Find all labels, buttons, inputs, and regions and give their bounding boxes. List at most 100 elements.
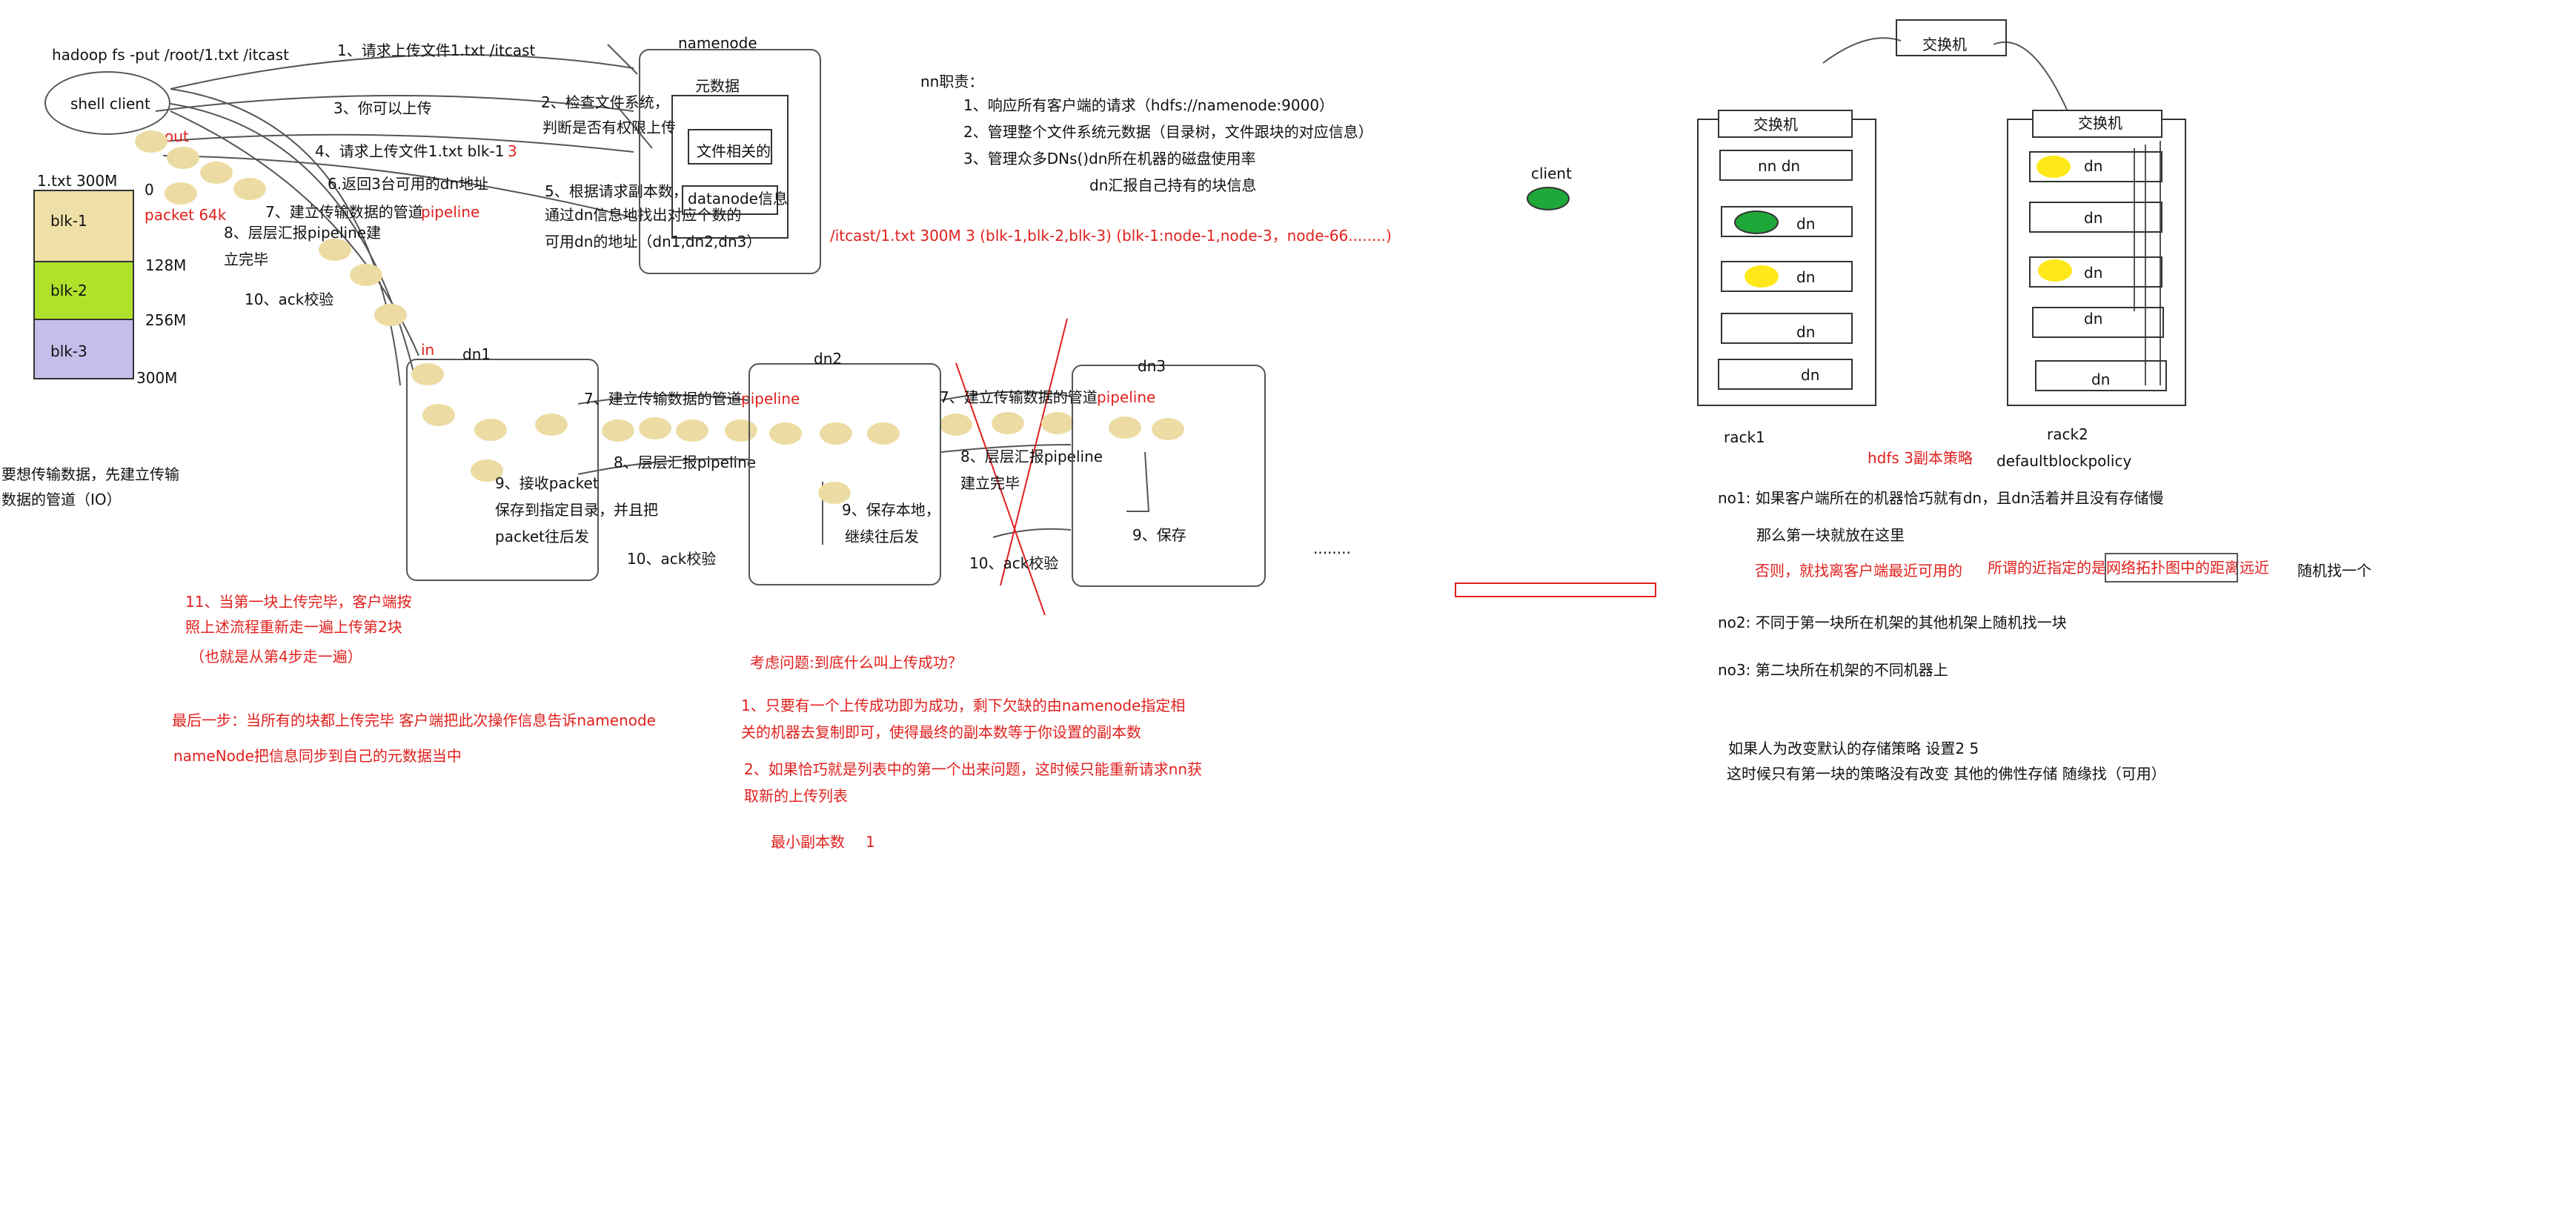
dn2-title: dn2 (814, 350, 843, 368)
rack2-switch-box[interactable] (2032, 110, 2162, 138)
packet-dot (725, 419, 757, 442)
policy-no3: no3: 第二块所在机架的不同机器上 (1718, 661, 1948, 679)
step-8-label-b: 立完毕 (224, 250, 268, 268)
arrow-nn-a (607, 44, 638, 75)
shell-client-label: shell client (70, 95, 150, 113)
rack1-switch-box[interactable] (1718, 110, 1853, 138)
arrow-dn3-save (1126, 451, 1150, 512)
note-11-line2: 照上述流程重新走一遍上传第2块 (185, 618, 402, 636)
rack2-node-1-replica-dot (2036, 156, 2071, 178)
rack2-node-5-label: dn (2091, 371, 2111, 388)
packet-dot (350, 264, 382, 286)
arrow-dn1-dn2 (577, 394, 749, 405)
dn1-step-9a: 9、接收packet (495, 474, 599, 492)
policy-no1-c: 否则，就找离客户端最近可用的 (1755, 562, 1962, 580)
packet-dot (165, 182, 197, 205)
dn2-box[interactable] (748, 363, 941, 585)
nn-duty-2: 2、管理整个文件系统元数据（目录树，文件跟块的对应信息） (963, 123, 1373, 141)
packet-dot (200, 162, 233, 184)
step-4-replicas: 3 (508, 142, 517, 160)
arrow-step1 (170, 53, 634, 90)
rack1-node-2-label: dn (1796, 215, 1816, 233)
client-node[interactable] (1527, 187, 1570, 210)
dn3-box[interactable] (1072, 365, 1266, 587)
datanode-info-label: datanode信息 (688, 190, 788, 208)
min-replica-label: 最小副本数 (771, 833, 845, 851)
rack1-node-3[interactable] (1721, 261, 1853, 292)
rack2-node-3[interactable] (2029, 256, 2162, 288)
rack1-node-2-client-dot (1734, 210, 1779, 234)
block-2 (33, 261, 134, 320)
dn1-step-9b: 保存到指定目录，并且把 (495, 501, 658, 519)
packet-dot (769, 422, 802, 445)
packet-dot (374, 304, 407, 326)
packet-dot (1152, 418, 1184, 440)
io-note-line2: 数据的管道（IO） (1, 491, 122, 508)
red-empty-box (1455, 582, 1656, 597)
policy-no1-d: 所谓的近指定的是网络拓扑图中的距离远近 (1988, 559, 2269, 577)
rack1-node-1[interactable] (1719, 150, 1853, 181)
rack2-node-4[interactable] (2032, 307, 2164, 338)
nn-duty-4: dn汇报自己持有的块信息 (1089, 176, 1257, 194)
packet-dot (471, 459, 503, 482)
policy-change-2: 这时候只有第一块的策略没有改变 其他的佛性存储 随缘找（可用） (1727, 765, 2166, 783)
file-metadata-box (688, 129, 772, 165)
tick-0: 0 (145, 181, 154, 199)
rack2-node-5[interactable] (2035, 360, 2167, 391)
dn2-step-10: 10、ack校验 (969, 554, 1059, 572)
in-label: in (421, 341, 435, 359)
rack2-node-1[interactable] (2029, 151, 2162, 182)
dn2-step-8b: 建立完毕 (960, 474, 1020, 492)
packet-dot (867, 422, 900, 445)
file-label: 1.txt 300M (37, 172, 118, 190)
io-note-line1: 要想传输数据，先建立传输 (1, 465, 179, 483)
namenode-title: namenode (678, 34, 757, 52)
step-7-pipeline: pipeline (421, 203, 480, 221)
dn3-more: ........ (1313, 540, 1351, 557)
rack1-node-2[interactable] (1721, 206, 1853, 237)
arrow-dn2-dn3-back (940, 444, 1072, 453)
command-text: hadoop fs -put /root/1.txt /itcast (52, 46, 289, 64)
step-3-label: 3、你可以上传 (333, 99, 432, 117)
policy-name: defaultblockpolicy (1996, 452, 2132, 470)
answer-2b: 取新的上传列表 (744, 787, 848, 805)
dn2-step-7: 7、建立传输数据的管道 (940, 388, 1098, 406)
rack2-node-2-label: dn (2084, 209, 2103, 227)
rack2-node-1-label: dn (2084, 157, 2103, 175)
cross-line-b (1000, 318, 1068, 586)
shell-client-ellipse[interactable] (44, 71, 170, 135)
packet-dot (992, 412, 1024, 434)
step-8-label: 8、层层汇报pipeline建 (224, 224, 382, 242)
rack2-switch-label: 交换机 (2078, 114, 2122, 132)
dn1-step-7-pipeline: pipeline (741, 390, 800, 408)
distance-highlight-box (2105, 553, 2238, 582)
namenode-box[interactable] (639, 49, 821, 274)
dn1-box[interactable] (406, 359, 599, 581)
arrow-dn1-dn2-ack (577, 458, 749, 475)
policy-no2: no2: 不同于第一块所在机架的其他机架上随机找一块 (1718, 614, 2067, 631)
dn1-step-9c: packet往后发 (495, 528, 589, 545)
rack2-node-2[interactable] (2029, 202, 2162, 233)
rack1-node-3-replica-dot (1745, 265, 1779, 288)
metadata-title: 元数据 (695, 77, 740, 95)
rack1-node-4[interactable] (1721, 313, 1853, 344)
rack1-label: rack1 (1724, 428, 1765, 446)
policy-no1-a: no1: 如果客户端所在的机器恰巧就有dn，且dn活着并且没有存储慢 (1718, 489, 2164, 507)
packet-dot (233, 178, 266, 200)
nn-duty-1: 1、响应所有客户端的请求（hdfs://namenode:9000） (963, 96, 1335, 114)
answer-1b: 关的机器去复制即可，使得最终的副本数等于你设置的副本数 (741, 723, 1141, 741)
top-switch-box[interactable] (1896, 19, 2007, 56)
packet-dot (676, 419, 708, 442)
dn1-step-10: 10、ack校验 (627, 550, 717, 568)
min-replica-value: 1 (866, 833, 875, 851)
step-10-label: 10、ack校验 (245, 291, 334, 308)
packet-dot (1109, 416, 1141, 439)
packet-dot (319, 239, 351, 261)
rack1-node-5[interactable] (1718, 359, 1853, 390)
arrow-step6 (162, 155, 638, 219)
block-3-label: blk-3 (50, 342, 87, 360)
policy-no1-e: 随机找一个 (2297, 562, 2371, 580)
policy-change-1: 如果人为改变默认的存储策略 设置2 5 (1728, 740, 1979, 757)
step-2-label: 2、检查文件系统， (541, 93, 669, 111)
